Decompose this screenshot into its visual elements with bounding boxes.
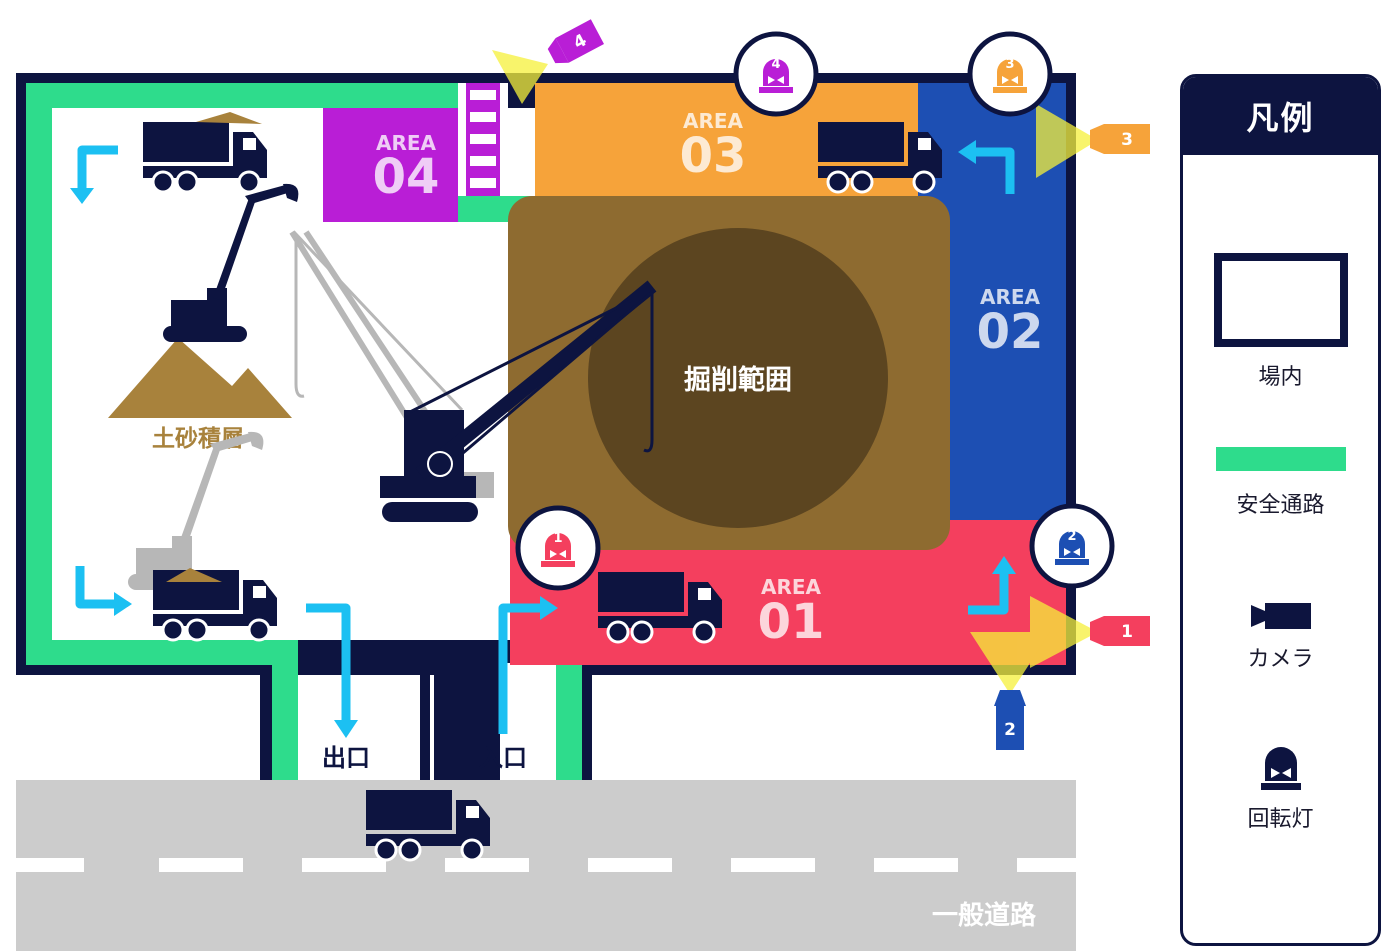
lane-dash	[874, 858, 958, 872]
legend-panel: 凡例 場内 安全通路 カメラ 回転灯	[1180, 74, 1381, 946]
area-01-prefix: AREA	[761, 575, 822, 599]
flow-arrow-area03	[974, 147, 1015, 194]
svg-text:2: 2	[1004, 720, 1016, 740]
area-04	[323, 108, 458, 222]
flow-arrow-2	[75, 566, 114, 609]
legend-label-beacon: 回転灯	[1247, 807, 1314, 832]
svg-text:1: 1	[553, 531, 562, 546]
dump-truck-1	[141, 112, 269, 194]
boundary-swatch	[1213, 253, 1348, 347]
legend-item-boundary: 場内	[1183, 253, 1378, 391]
svg-text:1: 1	[1121, 622, 1133, 642]
area-03-number: 03	[680, 128, 747, 184]
entrance-label: 入口	[479, 744, 527, 772]
lane-dash	[1017, 858, 1101, 872]
camera-1: 1	[1090, 616, 1150, 646]
svg-text:3: 3	[1121, 130, 1133, 150]
svg-text:3: 3	[1005, 57, 1014, 72]
safety-path-entrance	[556, 663, 582, 780]
beacon-4: 4	[733, 31, 819, 117]
legend-label-safe-path: 安全通路	[1236, 493, 1325, 518]
area-04-prefix: AREA	[376, 131, 437, 155]
flow-arrow-exit	[306, 603, 351, 722]
area-01-number: 01	[758, 594, 825, 650]
camera-3: 3	[1090, 124, 1150, 154]
camera-icon	[1250, 603, 1311, 629]
excavation-pit	[588, 228, 888, 528]
exit-label: 出口	[322, 744, 370, 772]
lane-dash	[16, 858, 84, 872]
crawler-crane	[380, 280, 657, 522]
legend-title: 凡例	[1183, 77, 1378, 155]
flow-arrow-entrance	[498, 603, 542, 734]
lane-dash	[731, 858, 815, 872]
area-03-prefix: AREA	[683, 109, 744, 133]
svg-text:2: 2	[1067, 529, 1076, 544]
stair-ladder	[458, 83, 508, 196]
legend-item-camera: カメラ	[1183, 601, 1378, 673]
beacon-icon	[1260, 747, 1301, 790]
legend-item-beacon: 回転灯	[1183, 743, 1378, 833]
area-02-prefix: AREA	[980, 285, 1041, 309]
legend-label-camera: カメラ	[1247, 647, 1314, 672]
beacon-3: 3	[967, 31, 1053, 117]
excavation-label: 掘削範囲	[684, 364, 792, 396]
area-04-number: 04	[373, 149, 440, 205]
safe-path-swatch	[1215, 447, 1346, 471]
camera-2: 2	[994, 690, 1026, 750]
area-02-number: 02	[977, 304, 1044, 360]
road-label: 一般道路	[932, 900, 1037, 931]
beacon-2: 2	[1029, 503, 1115, 589]
legend-label-boundary: 場内	[1258, 365, 1303, 390]
camera-4: 4	[547, 19, 604, 64]
beacon-1: 1	[515, 505, 601, 591]
lane-dash	[588, 858, 672, 872]
svg-text:4: 4	[771, 57, 780, 72]
dump-truck-2	[151, 568, 279, 642]
flow-arrow-1	[77, 145, 118, 188]
soil-pile	[108, 338, 292, 418]
legend-item-safe-path: 安全通路	[1183, 447, 1378, 519]
flow-arrow-area01	[968, 572, 1009, 615]
lane-dash	[302, 858, 386, 872]
lane-dash	[159, 858, 243, 872]
lane-dash	[445, 858, 529, 872]
road-lane-markings	[16, 858, 1101, 872]
